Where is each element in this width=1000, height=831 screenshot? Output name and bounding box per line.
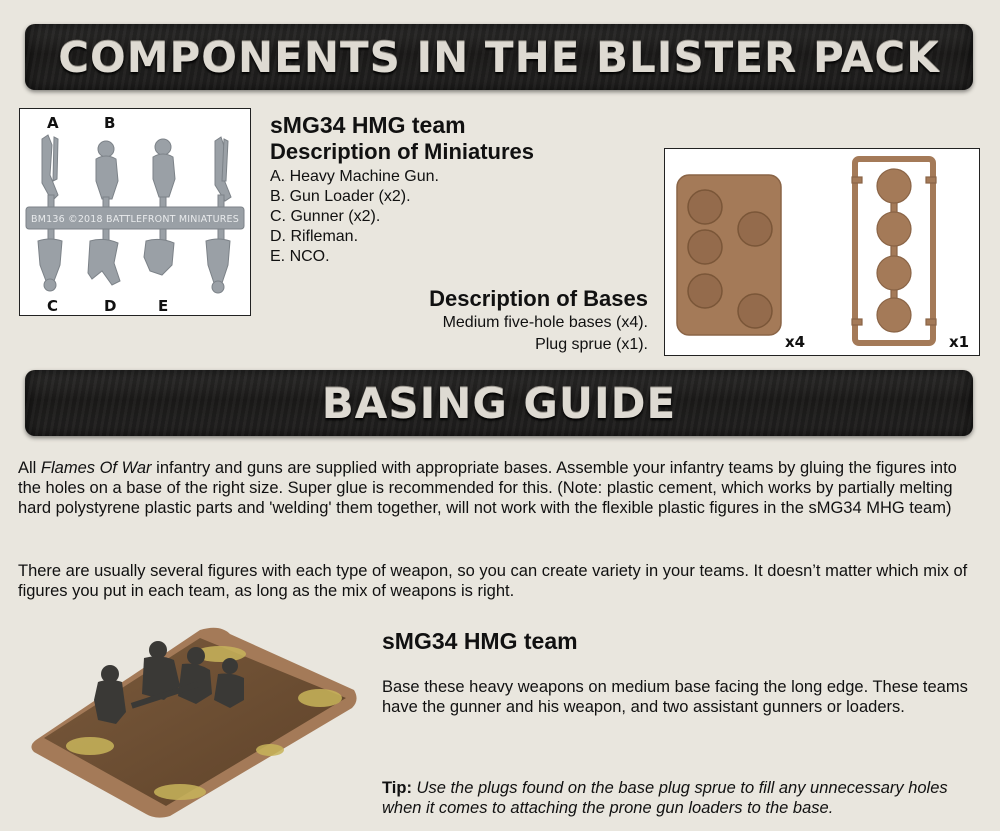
miniatures-heading: Description of Miniatures — [270, 139, 535, 164]
game-title: Flames Of War — [40, 459, 152, 477]
hmg-team-photo — [30, 620, 360, 820]
list-item: B. Gun Loader (x2). — [270, 188, 411, 205]
basing-paragraph-2: There are usually several figures with e… — [18, 561, 980, 601]
components-banner-title: COMPONENTS IN THE BLISTER PACK — [58, 32, 940, 82]
team-body: Base these heavy weapons on medium base … — [382, 678, 968, 716]
sprue-label-c: C — [47, 297, 59, 315]
para1-text-start: All — [18, 459, 41, 477]
list-item: D. Rifleman. — [270, 228, 359, 245]
miniatures-sprue-image: A B C D E — [19, 108, 251, 316]
miniatures-team-name: sMG34 HMG team — [270, 112, 466, 138]
bases-image: x4 x1 — [664, 148, 980, 356]
base-quantity: x4 — [785, 333, 806, 351]
basing-paragraph-1: All Flames Of War infantry and guns are … — [18, 458, 980, 518]
miniatures-list: A. Heavy Machine Gun. B. Gun Loader (x2)… — [270, 167, 534, 267]
sprue-label-d: D — [104, 297, 117, 315]
list-item: C. Gunner (x2). — [270, 208, 381, 225]
list-item: A. Heavy Machine Gun. — [270, 168, 439, 185]
para1-text-end: infantry and guns are supplied with appr… — [18, 459, 957, 517]
bases-line: Plug sprue (x1). — [535, 336, 648, 353]
bases-heading: Description of Bases — [429, 286, 648, 311]
sprue-figures-drawing — [25, 134, 245, 294]
basing-guide-title: BASING GUIDE — [321, 378, 677, 428]
bases-line: Medium five-hole bases (x4). — [442, 314, 648, 331]
bases-description: Description of Bases Medium five-hole ba… — [429, 286, 648, 356]
tip: Tip: Use the plugs found on the base plu… — [382, 778, 982, 818]
sprue-label-e: E — [158, 297, 169, 315]
miniatures-description: sMG34 HMG team Description of Miniatures… — [270, 112, 534, 267]
list-item: E. NCO. — [270, 248, 330, 265]
sprue-label-a: A — [47, 114, 59, 132]
plug-sprue — [852, 156, 936, 346]
basing-guide-banner: BASING GUIDE — [25, 370, 973, 436]
sprue-label-b: B — [104, 114, 116, 132]
para2-text: There are usually several figures with e… — [18, 562, 968, 600]
sprue-imprint: BM136 ©2018 BATTLEFRONT MINIATURES — [31, 213, 239, 225]
tip-text: Use the plugs found on the base plug spr… — [382, 779, 948, 817]
tip-label: Tip: — [382, 779, 412, 797]
sprue-quantity: x1 — [949, 333, 970, 351]
components-banner: COMPONENTS IN THE BLISTER PACK — [25, 24, 973, 90]
team-title: sMG34 HMG team — [382, 628, 578, 654]
hmg-team-drawing — [31, 627, 357, 818]
bases-drawing — [676, 156, 937, 346]
